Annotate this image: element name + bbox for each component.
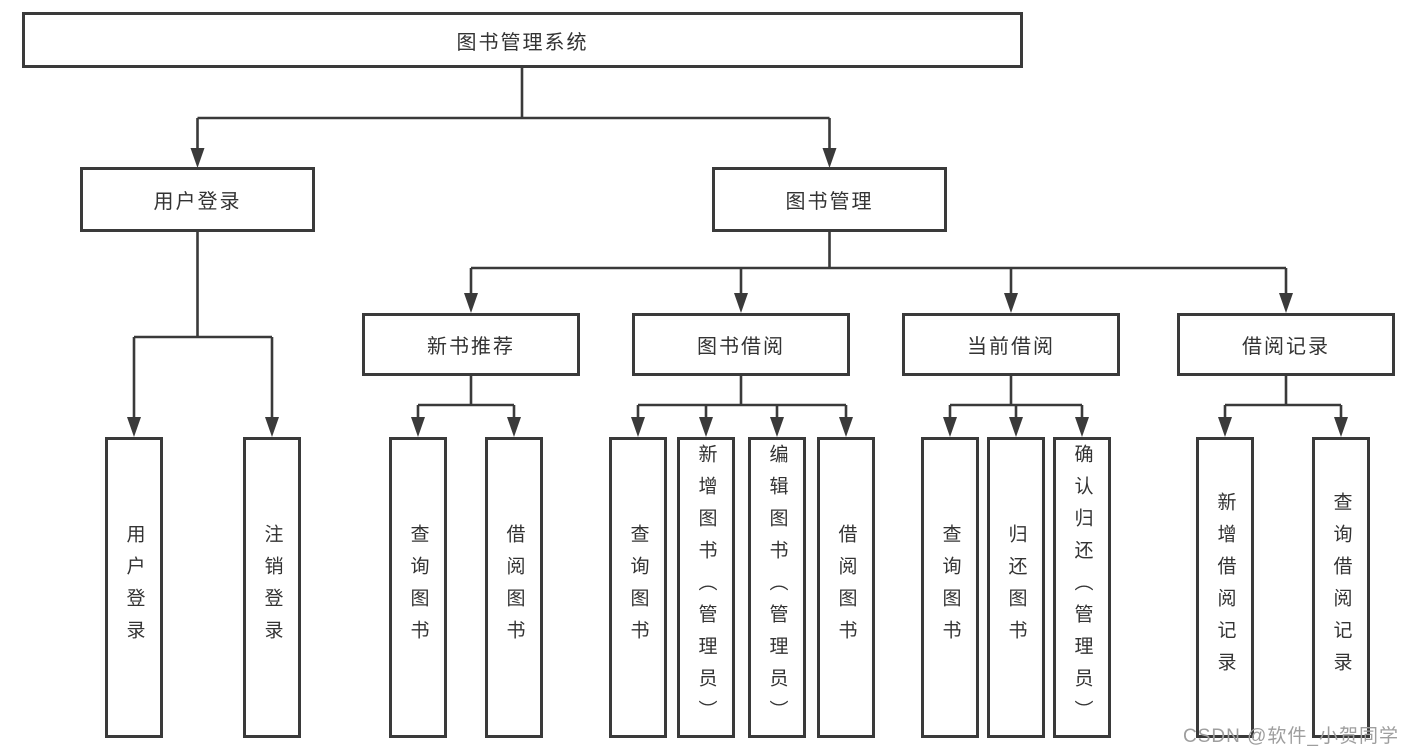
arrowhead-icon xyxy=(1075,417,1089,437)
leaf-edit-book-admin-label: 编辑图书（管理员） xyxy=(766,443,788,732)
leaf-query-books-recommend: 查询图书 xyxy=(389,437,447,738)
arrowhead-icon xyxy=(770,417,784,437)
leaf-query-borrow-record: 查询借阅记录 xyxy=(1312,437,1370,738)
leaf-return-book: 归还图书 xyxy=(987,437,1045,738)
arrowhead-icon xyxy=(1004,293,1018,313)
arrowheads xyxy=(127,148,1348,437)
node-root-label: 图书管理系统 xyxy=(456,31,589,54)
node-borrow-records-label: 借阅记录 xyxy=(1242,336,1330,358)
leaf-query-books-borrow: 查询图书 xyxy=(609,437,667,738)
arrowhead-icon xyxy=(631,417,645,437)
leaf-user-login: 用户登录 xyxy=(105,437,163,738)
arrowhead-icon xyxy=(265,417,279,437)
leaf-edit-book-admin: 编辑图书（管理员） xyxy=(748,437,806,738)
leaf-user-login-label: 用户登录 xyxy=(123,523,145,652)
csdn-watermark: CSDN @软件_小贺同学 xyxy=(1183,726,1399,747)
arrowhead-icon xyxy=(699,417,713,437)
leaf-query-books-borrow-label: 查询图书 xyxy=(627,523,649,652)
arrowhead-icon xyxy=(1218,417,1232,437)
arrowhead-icon xyxy=(1279,293,1293,313)
arrowhead-icon xyxy=(127,417,141,437)
node-book-borrow: 图书借阅 xyxy=(632,313,850,376)
arrowhead-icon xyxy=(1009,417,1023,437)
arrowhead-icon xyxy=(839,417,853,437)
leaf-borrow-books-recommend: 借阅图书 xyxy=(485,437,543,738)
arrowhead-icon xyxy=(411,417,425,437)
node-new-book-recommend-label: 新书推荐 xyxy=(427,336,515,358)
leaf-logout-label: 注销登录 xyxy=(261,523,283,652)
arrowhead-icon xyxy=(1334,417,1348,437)
node-current-borrow: 当前借阅 xyxy=(902,313,1120,376)
node-book-management-label: 图书管理 xyxy=(785,191,874,213)
leaf-add-borrow-record: 新增借阅记录 xyxy=(1196,437,1254,738)
leaf-logout: 注销登录 xyxy=(243,437,301,738)
leaf-borrow-books-recommend-label: 借阅图书 xyxy=(503,523,525,652)
node-borrow-records: 借阅记录 xyxy=(1177,313,1395,376)
arrowhead-icon xyxy=(734,293,748,313)
node-user-login-label: 用户登录 xyxy=(153,191,242,213)
leaf-add-book-admin-label: 新增图书（管理员） xyxy=(695,443,717,732)
node-user-login: 用户登录 xyxy=(80,167,315,232)
leaf-borrow-books: 借阅图书 xyxy=(817,437,875,738)
arrowhead-icon xyxy=(943,417,957,437)
connector-path xyxy=(132,68,1343,420)
node-new-book-recommend: 新书推荐 xyxy=(362,313,580,376)
arrowhead-icon xyxy=(822,148,837,168)
leaf-query-books-current-label: 查询图书 xyxy=(939,523,961,652)
node-book-management: 图书管理 xyxy=(712,167,947,232)
node-book-borrow-label: 图书借阅 xyxy=(697,336,785,358)
leaf-return-book-label: 归还图书 xyxy=(1005,523,1027,652)
node-current-borrow-label: 当前借阅 xyxy=(967,336,1055,358)
node-root: 图书管理系统 xyxy=(22,12,1023,68)
leaf-add-borrow-record-label: 新增借阅记录 xyxy=(1214,491,1236,684)
leaf-query-borrow-record-label: 查询借阅记录 xyxy=(1330,491,1352,684)
leaf-query-books-recommend-label: 查询图书 xyxy=(407,523,429,652)
arrowhead-icon xyxy=(507,417,521,437)
leaf-confirm-return-admin: 确认归还（管理员） xyxy=(1053,437,1111,738)
arrowhead-icon xyxy=(190,148,205,168)
arrowhead-icon xyxy=(464,293,478,313)
leaf-query-books-current: 查询图书 xyxy=(921,437,979,738)
leaf-borrow-books-label: 借阅图书 xyxy=(835,523,857,652)
leaf-confirm-return-admin-label: 确认归还（管理员） xyxy=(1071,443,1093,732)
leaf-add-book-admin: 新增图书（管理员） xyxy=(677,437,735,738)
